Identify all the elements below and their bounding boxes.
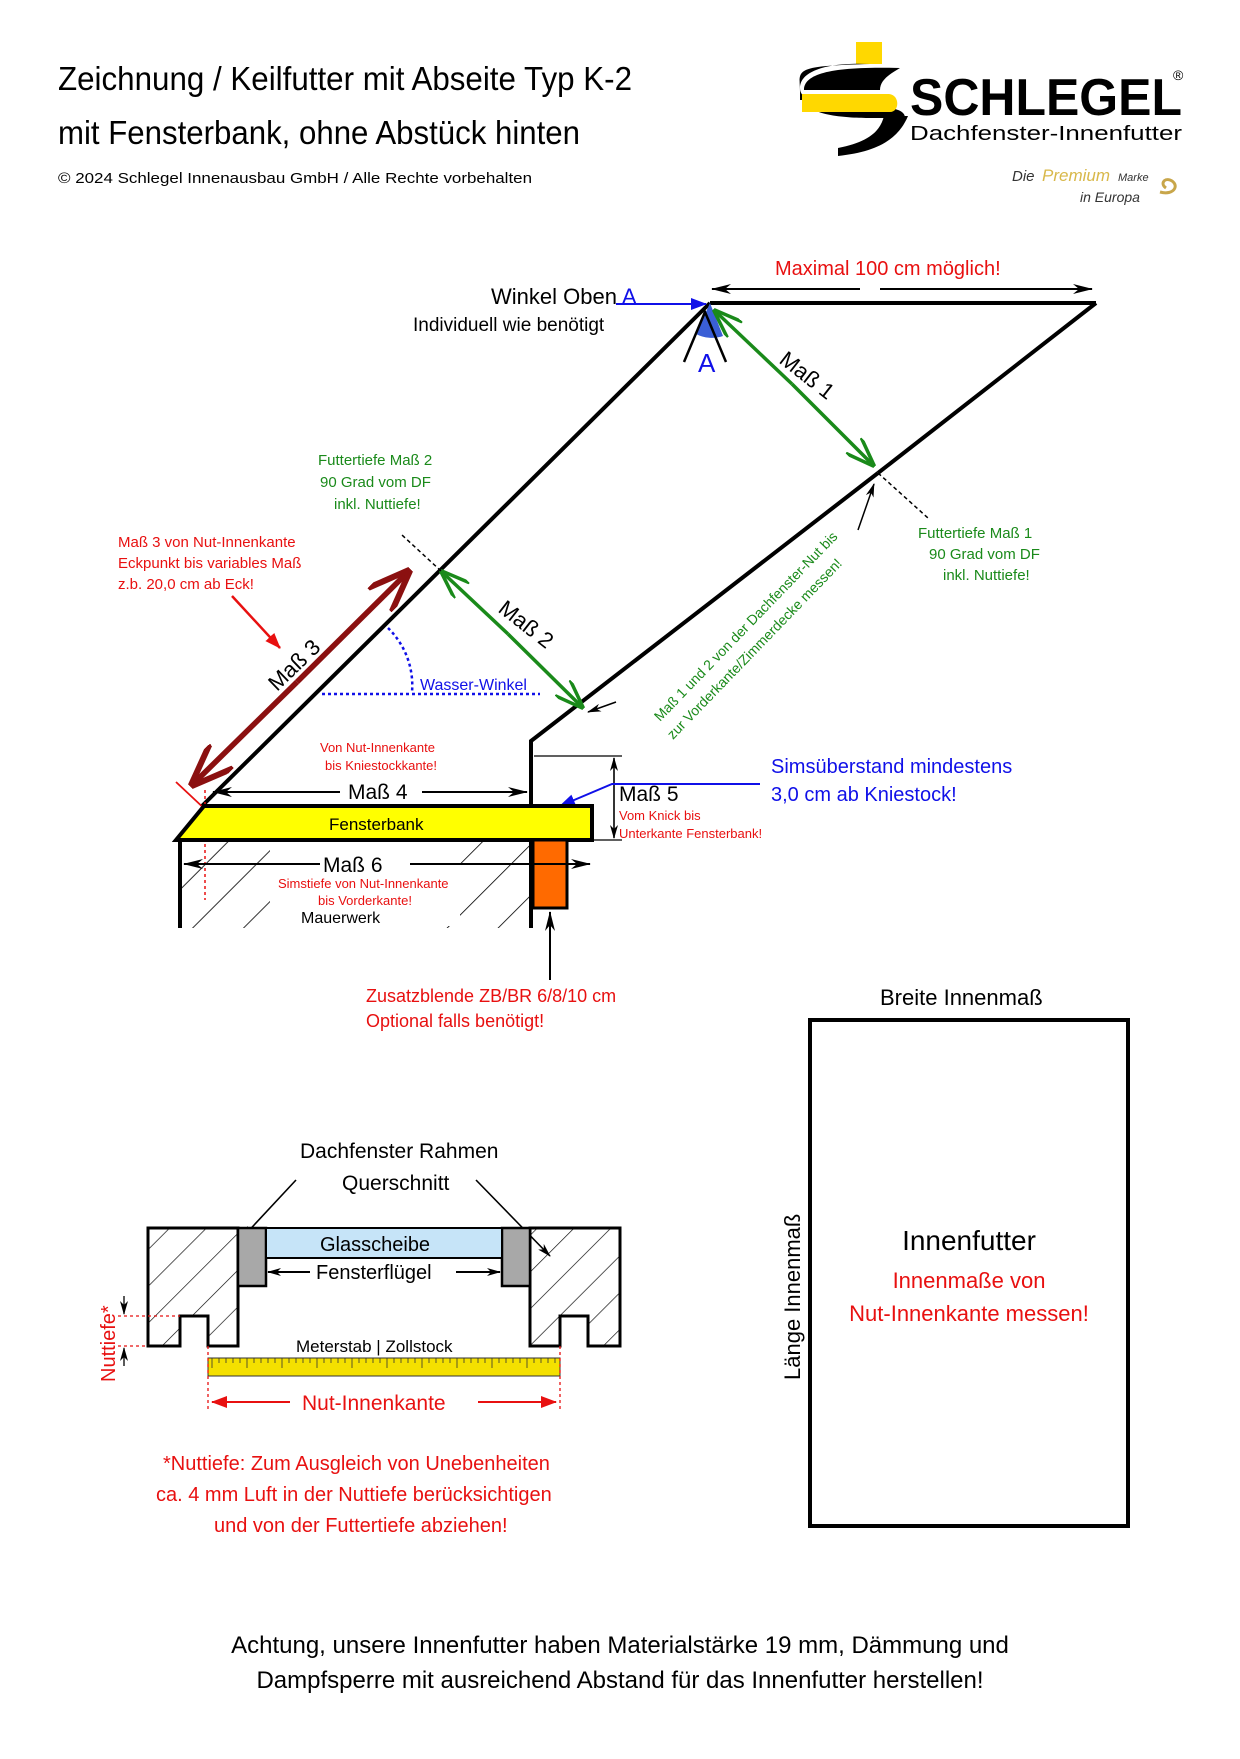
footer-note-line1: Achtung, unsere Innenfutter haben Materi… [231, 1632, 1009, 1659]
glasscheibe-label: Glasscheibe [320, 1234, 430, 1256]
zusatzblende-line1: Zusatzblende ZB/BR 6/8/10 cm [366, 986, 616, 1006]
slogan-swirl-icon [1159, 178, 1177, 195]
innenfutter-box: Breite Innenmaß Länge Innenmaß Innenfutt… [780, 985, 1130, 1528]
right-slope [876, 301, 1098, 475]
slogan-die: Die [1012, 168, 1035, 185]
mass3-note-arrow [231, 595, 281, 649]
mass1-extension [877, 472, 929, 519]
mass5-note-line2: Unterkante Fensterbank! [619, 826, 762, 841]
innenfutter-rectangle [808, 1018, 1130, 1528]
main-section-diagram: Maximal 100 cm möglich! A Winkel Oben A … [118, 258, 1098, 1031]
zusatzblende-line2: Optional falls benötigt! [366, 1011, 544, 1031]
nuttiefe-note-line3: und von der Futtertiefe abziehen! [214, 1515, 508, 1537]
slogan-marke: Marke [1118, 172, 1149, 184]
mass3-dimension [295, 570, 410, 684]
mass4-note-line1: Von Nut-Innenkante [320, 740, 435, 755]
laenge-innenmass-label: Länge Innenmaß [780, 1214, 805, 1380]
fensterbank-board [171, 804, 594, 842]
mass5-note-line1: Vom Knick bis [619, 808, 701, 823]
nuttiefe-note-line2: ca. 4 mm Luft in der Nuttiefe berücksich… [156, 1484, 552, 1506]
frame-left-profile [146, 1226, 240, 1348]
slogan-europa: in Europa [1080, 189, 1140, 205]
winkel-individuell-label: Individuell wie benötigt [413, 315, 605, 336]
page-title-line2: mit Fensterbank, ohne Abstück hinten [58, 114, 580, 151]
mass12-pointer-lower [587, 701, 617, 713]
schlegel-logo: SCHLEGEL ® Dachfenster-Innenfutter Die P… [799, 42, 1184, 205]
mass3-note-line2: Eckpunkt bis variables Maß [118, 555, 301, 572]
mass6-label: Maß 6 [323, 854, 383, 877]
mass4-note-line2: bis Kniestockkante! [325, 758, 437, 773]
mass4-label: Maß 4 [348, 781, 408, 804]
futtertiefe2-line1: Futtertiefe Maß 2 [318, 452, 432, 469]
roof-left-slope [200, 301, 712, 808]
sims-note-line2: 3,0 cm ab Kniestock! [771, 784, 957, 806]
mass5-label: Maß 5 [619, 783, 679, 806]
zusatzblende-block [531, 838, 569, 910]
innenfutter-note-line1: Innenmaße von [893, 1268, 1046, 1293]
nuttiefe-label: Nuttiefe* [98, 1305, 120, 1382]
copyright-notice: © 2024 Schlegel Innenausbau GmbH / Alle … [58, 171, 532, 187]
nuttiefe-note-line1: *Nuttiefe: Zum Ausgleich von Unebenheite… [163, 1453, 550, 1475]
fensterfluegel-label: Fensterflügel [316, 1262, 432, 1284]
fensterbank-label: Fensterbank [329, 815, 424, 834]
wasser-winkel-label: Wasser-Winkel [420, 677, 527, 694]
glasscheibe [265, 1227, 503, 1259]
mass2-label: Maß 2 [494, 595, 559, 653]
nut-innenkante-label: Nut-Innenkante [302, 1392, 446, 1415]
logo-mark-icon [799, 42, 908, 156]
meterstab-label: Meterstab | Zollstock [296, 1337, 453, 1356]
frame-left-sash [236, 1226, 268, 1288]
slogan-premium: Premium [1042, 166, 1110, 185]
mass12-pointer-upper [857, 483, 875, 531]
winkel-oben-label: Winkel Oben A [491, 284, 637, 309]
frame-right-profile [528, 1226, 622, 1348]
mass3-note-line3: z.b. 20,0 cm ab Eck! [118, 576, 254, 593]
frame-right-sash [500, 1226, 532, 1288]
sims-arrow [559, 783, 760, 807]
mauerwerk-label: Mauerwerk [301, 910, 381, 927]
mass2-dimension [441, 571, 510, 636]
frame-title-line1: Dachfenster Rahmen [300, 1140, 498, 1163]
mass1-dimension [714, 310, 794, 386]
innenfutter-note-line2: Nut-Innenkante messen! [849, 1301, 1089, 1326]
futtertiefe2-line3: inkl. Nuttiefe! [334, 496, 421, 513]
wasser-winkel-arc [387, 627, 414, 693]
front-slope [529, 471, 880, 806]
futtertiefe2-line2: 90 Grad vom DF [320, 474, 431, 491]
angle-a-pointer [682, 308, 728, 363]
logo-registered: ® [1173, 67, 1184, 83]
sims-note-line1: Simsüberstand mindestens [771, 756, 1012, 778]
mass6-note-line1: Simstiefe von Nut-Innenkante [278, 876, 449, 891]
angle-a-letter: A [698, 348, 716, 378]
frame-cross-section: Dachfenster Rahmen Querschnitt Glasschei… [98, 1140, 622, 1537]
frame-title-line2: Querschnitt [342, 1172, 450, 1195]
futtertiefe1-line3: inkl. Nuttiefe! [943, 567, 1030, 584]
mass6-note-line2: bis Vorderkante! [318, 893, 412, 908]
futtertiefe1-line2: 90 Grad vom DF [929, 546, 1040, 563]
breite-innenmass-label: Breite Innenmaß [880, 985, 1043, 1010]
mass3-note-line1: Maß 3 von Nut-Innenkante [118, 534, 296, 551]
footer-note-line2: Dampfsperre mit ausreichend Abstand für … [256, 1667, 983, 1694]
futtertiefe1-line1: Futtertiefe Maß 1 [918, 525, 1032, 542]
logo-subtitle: Dachfenster-Innenfutter [910, 123, 1182, 145]
max-width-label: Maximal 100 cm möglich! [775, 258, 1001, 280]
innenfutter-title: Innenfutter [902, 1225, 1036, 1256]
mass12-note-line2: zur Vorderkante/Zimmerdecke messen! [664, 555, 845, 742]
page-title-line1: Zeichnung / Keilfutter mit Abseite Typ K… [58, 60, 632, 97]
logo-brand: SCHLEGEL [910, 69, 1182, 127]
mass2-extension [401, 534, 442, 572]
mauerwerk-label-bg [290, 906, 400, 928]
meterstab-ruler [207, 1357, 561, 1377]
